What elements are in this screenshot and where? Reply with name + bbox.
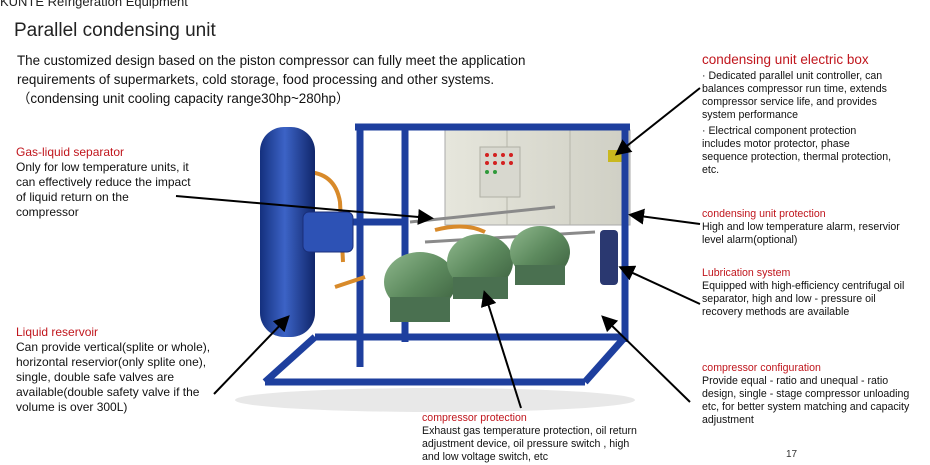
lubrication-body: Equipped with high-efficiency centrifuga…	[702, 280, 905, 318]
compressor-protection-block: compressor protection Exhaust gas temper…	[422, 412, 637, 464]
page-number: 17	[786, 449, 798, 460]
liquid-reservoir-title: Liquid reservoir	[16, 325, 99, 339]
lubrication-block: Lubrication system Equipped with high-ef…	[702, 267, 912, 319]
liquid-reservoir-block: Liquid reservoir Can provide vertical(sp…	[16, 325, 221, 415]
electric-box-title: condensing unit electric box	[702, 52, 869, 67]
electric-box-block: condensing unit electric box · Dedicated…	[702, 51, 924, 177]
liquid-reservoir-body: Can provide vertical(splite or whole), h…	[16, 340, 211, 414]
electric-box-shape	[444, 129, 631, 226]
page-title: Parallel condensing unit	[14, 20, 216, 41]
electric-box-bullet-1: · Dedicated parallel unit controller, ca…	[702, 70, 887, 121]
gas-liquid-separator-block: Gas-liquid separator Only for low temper…	[16, 145, 191, 220]
compressor-configuration-title: compressor configuration	[702, 362, 821, 374]
gas-liquid-separator-body: Only for low temperature units, it can e…	[16, 160, 191, 219]
unit-protection-body: High and low temperature alarm, reservio…	[702, 221, 900, 246]
unit-protection-title: condensing unit protection	[702, 208, 826, 220]
compressor-configuration-body: Provide equal - ratio and unequal - rati…	[702, 375, 910, 426]
compressor-shapes	[384, 226, 570, 322]
condensing-unit-illustration	[235, 123, 635, 412]
unit-protection-block: condensing unit protection High and low …	[702, 208, 924, 247]
gas-liquid-separator-title: Gas-liquid separator	[16, 145, 125, 159]
electric-box-bullet-2: · Electrical component protection includ…	[702, 125, 892, 176]
compressor-protection-title: compressor protection	[422, 412, 527, 424]
intro-text: The customized design based on the pisto…	[17, 53, 526, 106]
compressor-protection-body: Exhaust gas temperature protection, oil …	[422, 425, 637, 463]
lubrication-title: Lubrication system	[702, 267, 791, 279]
compressor-configuration-block: compressor configuration Provide equal -…	[702, 362, 917, 427]
reservoir-tank-shape	[260, 127, 315, 337]
company-header: KUNTE Refrigeration Equipment	[0, 0, 188, 9]
